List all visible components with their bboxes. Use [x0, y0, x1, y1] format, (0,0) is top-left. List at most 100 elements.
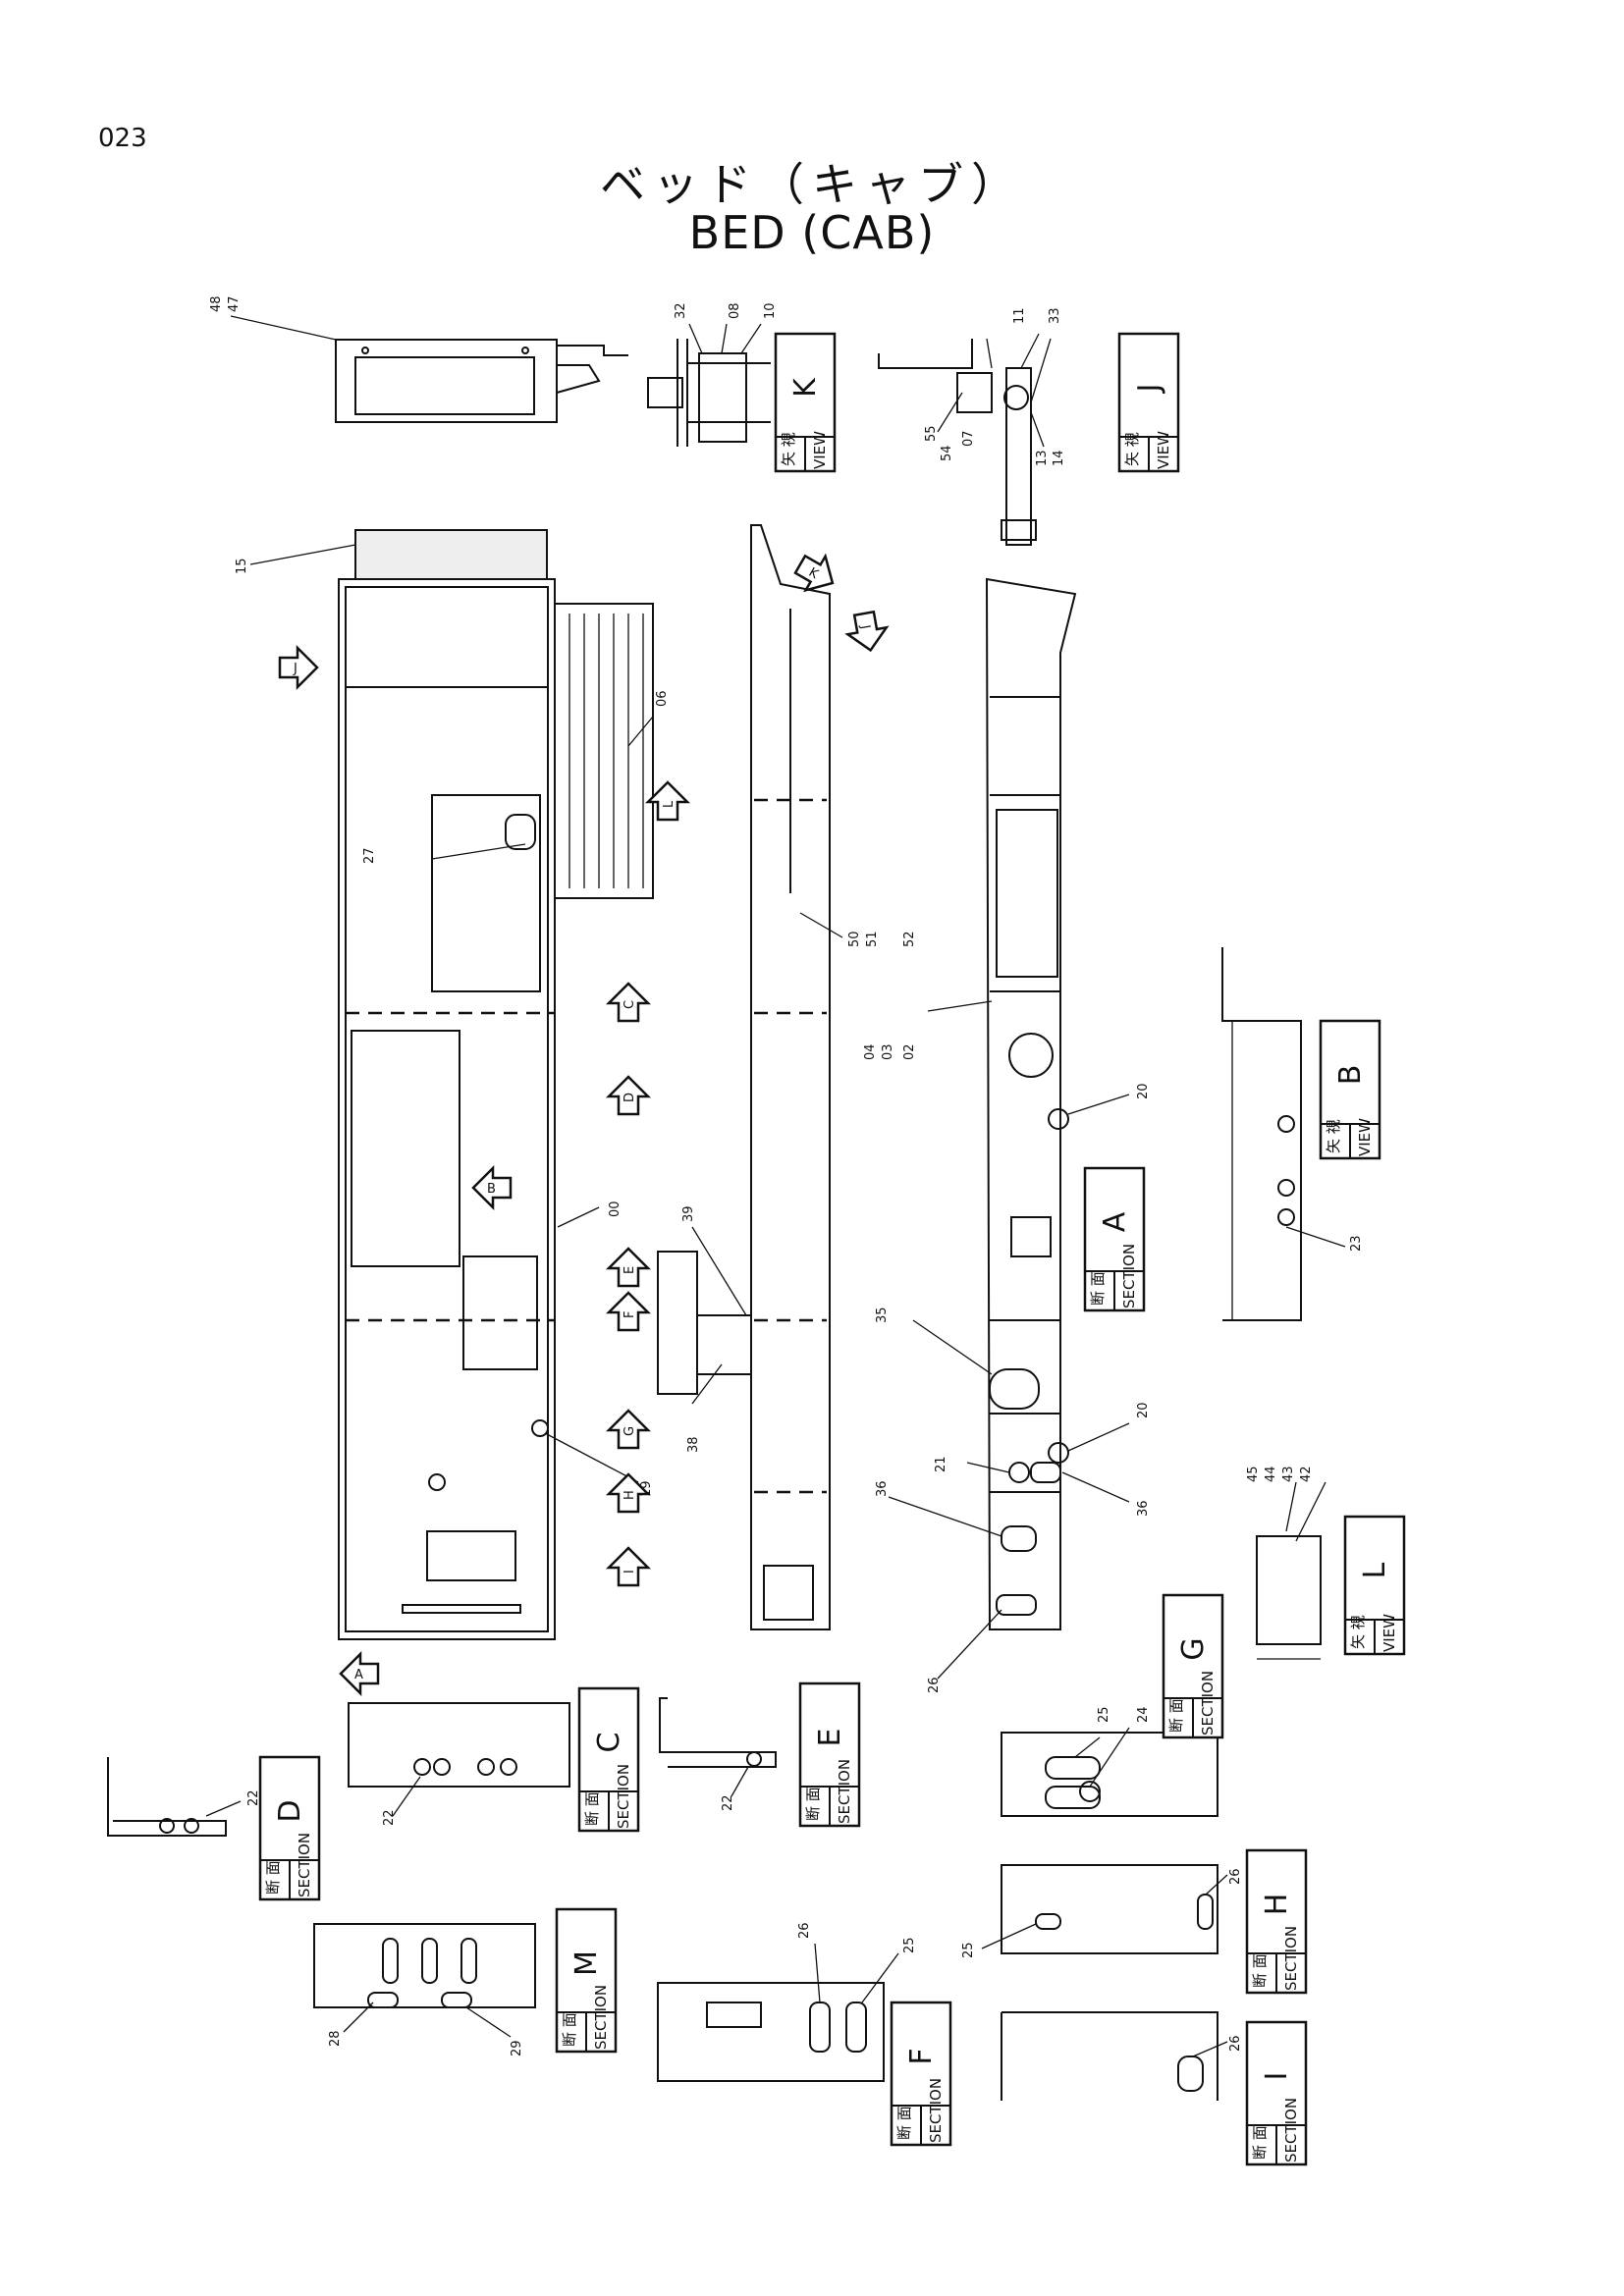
callout-26c: 26 — [797, 1922, 812, 1939]
direction-arrow-i: I — [605, 1546, 652, 1587]
view-k-detail: 32 08 10 — [647, 302, 778, 447]
section-e-detail: 22 — [659, 1697, 777, 1811]
svg-text:J: J — [293, 662, 298, 676]
callout-20a: 20 — [1136, 1083, 1151, 1099]
section-f-detail: 26 25 — [657, 1922, 917, 2082]
svg-text:C: C — [623, 1000, 637, 1009]
callout-08: 08 — [728, 302, 742, 319]
callout-51: 51 — [865, 931, 880, 947]
page-title-japanese: ベッド（キャブ） — [600, 158, 1024, 211]
callout-11: 11 — [1012, 307, 1027, 324]
svg-text:C: C — [592, 1733, 626, 1753]
callout-15: 15 — [235, 558, 249, 574]
callout-25c: 25 — [902, 1937, 917, 1953]
label-box-section-h: H 断 面 SECTION — [1245, 1848, 1308, 1995]
callout-55: 55 — [924, 425, 939, 442]
direction-arrow-g: G — [605, 1409, 652, 1450]
label-box-section-i: I 断 面 SECTION — [1245, 2020, 1308, 2166]
svg-text:VIEW: VIEW — [1356, 1118, 1374, 1156]
callout-42: 42 — [1299, 1466, 1314, 1482]
view-b-detail: 23 — [1221, 947, 1364, 1321]
callout-26d: 26 — [1228, 2035, 1243, 2052]
svg-text:VIEW: VIEW — [1155, 431, 1172, 469]
label-box-view-l: L 矢 視 VIEW — [1343, 1515, 1406, 1656]
direction-arrow-j2: J — [844, 610, 890, 653]
direction-arrow-e: E — [605, 1247, 652, 1288]
svg-text:SECTION: SECTION — [1120, 1244, 1138, 1308]
svg-text:J: J — [857, 623, 873, 630]
svg-text:SECTION: SECTION — [1199, 1671, 1217, 1735]
direction-arrow-h: H — [605, 1472, 652, 1514]
svg-text:H: H — [1260, 1894, 1294, 1916]
section-h-detail: 25 26 — [961, 1864, 1243, 1958]
svg-text:K: K — [788, 377, 823, 398]
svg-text:G: G — [623, 1426, 637, 1436]
callout-29: 29 — [510, 2040, 524, 2056]
callout-52: 52 — [902, 931, 917, 947]
svg-text:F: F — [904, 2048, 939, 2064]
svg-text:SECTION: SECTION — [836, 1759, 853, 1824]
svg-text:SECTION: SECTION — [615, 1764, 632, 1829]
svg-text:D: D — [623, 1093, 637, 1102]
callout-22c: 22 — [246, 1789, 261, 1806]
svg-text:H: H — [623, 1490, 637, 1500]
callout-26b: 26 — [1228, 1868, 1243, 1885]
callout-24: 24 — [1136, 1706, 1151, 1723]
svg-text:矢 視: 矢 視 — [1123, 432, 1141, 466]
svg-text:M: M — [569, 1950, 604, 1976]
svg-text:A: A — [1098, 1211, 1132, 1232]
svg-text:B: B — [1333, 1065, 1368, 1086]
label-box-view-j: J 矢 視 VIEW — [1117, 332, 1180, 473]
step-grating — [568, 614, 644, 888]
svg-text:B: B — [487, 1182, 496, 1197]
svg-text:L: L — [662, 800, 677, 808]
callout-23: 23 — [1349, 1235, 1364, 1252]
callout-07: 07 — [961, 430, 976, 447]
svg-text:断 面: 断 面 — [1167, 1698, 1185, 1733]
callout-13: 13 — [1035, 450, 1050, 466]
svg-text:VIEW: VIEW — [1380, 1614, 1398, 1652]
direction-arrow-f: F — [605, 1291, 652, 1332]
callout-47: 47 — [227, 295, 242, 312]
callout-36b: 36 — [875, 1480, 890, 1497]
callout-50: 50 — [847, 931, 862, 947]
svg-text:断 面: 断 面 — [561, 2012, 578, 2047]
label-box-section-g: G 断 面 SECTION — [1162, 1593, 1224, 1739]
callout-39: 39 — [681, 1205, 696, 1222]
callout-04: 04 — [863, 1043, 878, 1060]
svg-text:断 面: 断 面 — [1251, 1953, 1269, 1988]
svg-text:SECTION: SECTION — [1282, 2098, 1300, 2163]
svg-text:E: E — [813, 1729, 847, 1747]
callout-02: 02 — [902, 1043, 917, 1060]
svg-text:G: G — [1176, 1637, 1211, 1660]
direction-arrow-a: A — [339, 1650, 380, 1697]
label-box-section-f: F 断 面 SECTION — [890, 2001, 952, 2147]
svg-text:L: L — [1358, 1562, 1392, 1578]
svg-text:I: I — [1260, 2072, 1294, 2081]
svg-text:断 面: 断 面 — [1251, 2125, 1269, 2160]
svg-text:断 面: 断 面 — [804, 1787, 822, 1821]
svg-text:矢 視: 矢 視 — [1325, 1119, 1342, 1153]
callout-38: 38 — [686, 1436, 701, 1453]
direction-arrow-c: C — [605, 982, 652, 1023]
direction-arrow-k: K — [793, 553, 835, 593]
callout-35: 35 — [875, 1307, 890, 1323]
side-beam-right: 04 03 02 20 35 20 21 36 36 26 — [863, 577, 1151, 1693]
section-g-detail: 25 24 — [1001, 1706, 1218, 1817]
svg-text:A: A — [354, 1668, 363, 1682]
callout-20b: 20 — [1136, 1402, 1151, 1418]
page-title-english: BED (CAB) — [688, 206, 936, 259]
callout-33: 33 — [1048, 307, 1062, 324]
callout-45: 45 — [1246, 1466, 1261, 1482]
callout-44: 44 — [1264, 1466, 1278, 1482]
callout-06: 06 — [655, 690, 670, 707]
section-c-detail: 22 — [348, 1702, 570, 1826]
callout-27: 27 — [362, 847, 377, 864]
svg-text:I: I — [623, 1570, 637, 1574]
page-number: 023 — [98, 124, 147, 153]
svg-text:E: E — [623, 1266, 637, 1274]
label-box-section-d: D 断 面 SECTION — [258, 1755, 321, 1901]
svg-text:SECTION: SECTION — [296, 1833, 313, 1897]
direction-arrow-l: L — [644, 780, 691, 822]
